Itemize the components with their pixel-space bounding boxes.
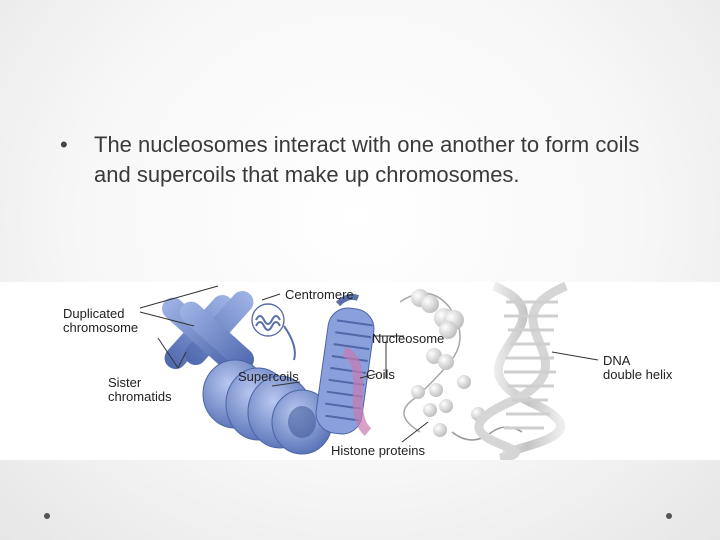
label-duplicated-line1: Duplicated (63, 306, 125, 321)
label-duplicated-line2: chromosome (63, 320, 139, 335)
bullet-text: The nucleosomes interact with one anothe… (94, 132, 640, 187)
label-supercoils: Supercoils (238, 369, 299, 384)
leader-lines (139, 285, 599, 443)
label-centromere: Centromere (285, 287, 354, 302)
label-sister-chromatids: Sister chromatids (108, 376, 188, 404)
label-sister-line2: chromatids (108, 389, 172, 404)
nav-dot-left (44, 513, 50, 519)
label-duplicated-chromosome: Duplicated chromosome (63, 307, 153, 335)
magnifier-circle (251, 303, 285, 337)
dna-double-helix (474, 282, 568, 460)
chromosome-figure: Duplicated chromosome Centromere Nucleos… (0, 282, 720, 460)
label-dna-line1: DNA (603, 353, 631, 368)
label-nucleosome: Nucleosome (372, 331, 445, 346)
bullet-glyph: • (60, 132, 68, 157)
chromosome-illustration (139, 282, 599, 460)
label-sister-line1: Sister (108, 375, 142, 390)
label-dna-line2: double helix (603, 367, 673, 382)
nav-dot-right (666, 513, 672, 519)
chromatin-strand (283, 325, 296, 361)
coils (315, 293, 375, 436)
nucleosome-region (399, 289, 523, 441)
duplicated-chromosome (161, 290, 255, 371)
bullet-item: • The nucleosomes interact with one anot… (60, 130, 660, 190)
label-dna-double-helix: DNA double helix (603, 354, 703, 382)
label-histone-proteins: Histone proteins (331, 443, 425, 458)
label-coils: Coils (366, 367, 395, 382)
